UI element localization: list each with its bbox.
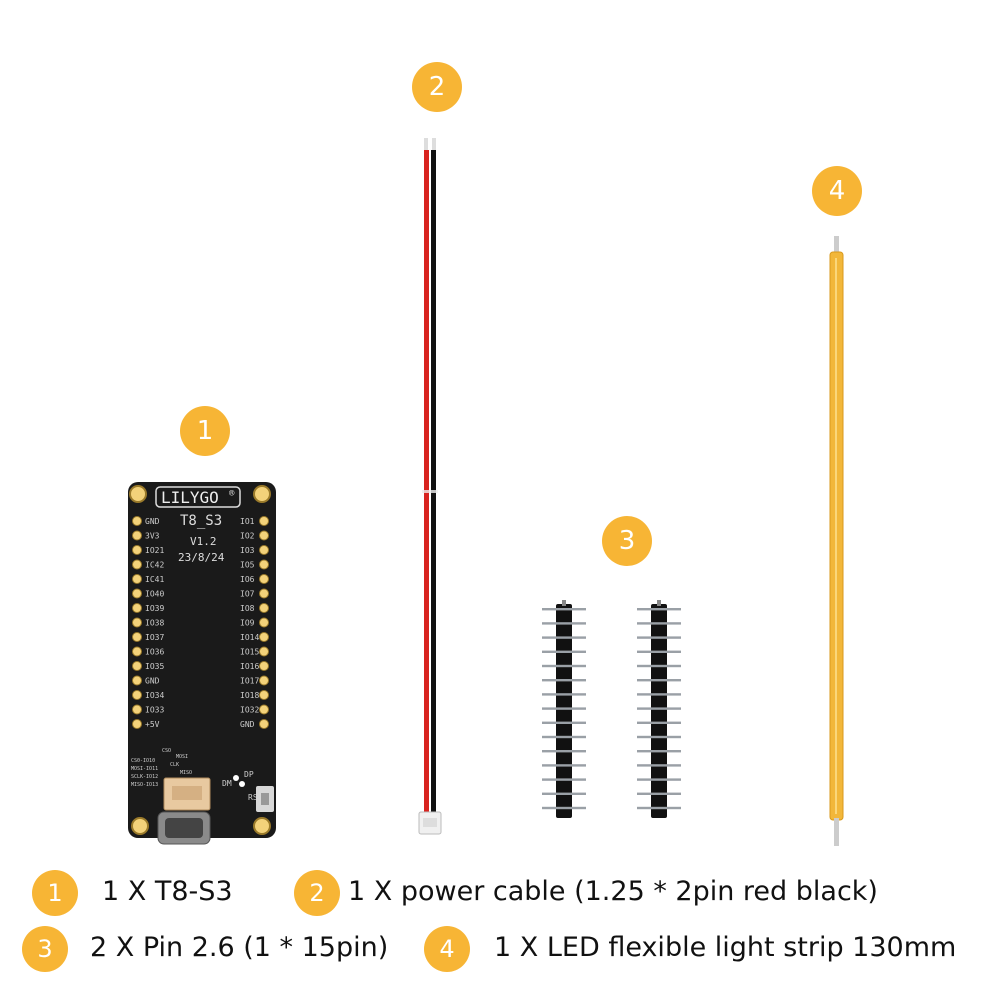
pin-label-right: IO7 <box>240 590 255 599</box>
pad-left <box>132 530 142 541</box>
caption-1: 1 X T8-S3 <box>102 876 233 907</box>
pin-label-right: IO8 <box>240 604 255 613</box>
pin-label-left: IO34 <box>145 691 164 700</box>
pin-label-right: IO9 <box>240 619 255 628</box>
pad-left <box>132 559 142 570</box>
pad-right <box>259 588 269 599</box>
pin-label-left: IO37 <box>145 633 164 642</box>
pin-label-right: IO3 <box>240 546 255 555</box>
label-rst: RST <box>248 793 263 802</box>
pin-label-left: GND <box>145 517 160 526</box>
caption-2: 1 X power cable (1.25 * 2pin red black) <box>348 876 878 907</box>
t8-s3-board: LILYGO ® T8_S3 V1.2 23/8/24 GND 3V3IO21IC… <box>128 482 276 845</box>
item-badge-1: 1 <box>180 406 230 456</box>
sd-label: CS0-IO10 <box>131 758 155 764</box>
pin-label-right: IO15 <box>240 648 259 657</box>
pad-left <box>132 588 142 599</box>
pad-right <box>259 661 269 671</box>
pin-label-left: IC41 <box>145 575 164 584</box>
pin-label-right: IO18 <box>240 691 259 700</box>
pad-left <box>132 617 142 628</box>
pin-label-right: IO16 <box>240 662 259 671</box>
caption-4: 1 X LED flexible light strip 130mm <box>494 932 957 963</box>
pin-label-right: IO32 <box>240 706 259 715</box>
item-badge-3: 3 <box>602 516 652 566</box>
label-dp: DP <box>244 770 254 779</box>
pad-left <box>132 632 142 642</box>
caption-badge-1: 1 <box>32 870 78 916</box>
pin-label-left: GND <box>145 677 160 686</box>
pad-right <box>259 646 269 657</box>
pad-right <box>259 574 269 584</box>
pad-left <box>132 545 142 555</box>
pad-right <box>259 690 269 700</box>
pad-left <box>132 574 142 584</box>
caption-badge-2: 2 <box>294 870 340 916</box>
pin-label-left: IO39 <box>145 604 164 613</box>
pad-right <box>259 719 269 729</box>
pin-header-right <box>637 600 681 818</box>
board-date: 23/8/24 <box>178 551 225 564</box>
pin-label-right: IO14 <box>240 633 259 642</box>
board-reg-mark: ® <box>229 489 235 499</box>
caption-badge-4: 4 <box>424 926 470 972</box>
pad-right <box>259 632 269 642</box>
pad-right <box>259 559 269 570</box>
sd-label: SCLK-IO12 <box>131 774 158 780</box>
pin-label-left: IC42 <box>145 561 164 570</box>
item-badge-2: 2 <box>412 62 462 112</box>
pin-label-right: GND <box>240 720 255 729</box>
power-cable <box>418 138 442 835</box>
pin-label-right: IO17 <box>240 677 259 686</box>
pad-left <box>132 603 142 613</box>
pad-right <box>259 617 269 628</box>
sd-label: MOSI-IO11 <box>131 766 158 772</box>
label-mosi: MOSI <box>176 754 188 760</box>
pad-left <box>132 704 142 715</box>
pin-label-left: IO21 <box>145 546 164 555</box>
label-miso: MISO <box>180 770 192 776</box>
pad-right <box>259 675 269 686</box>
pin-header-left <box>542 600 586 818</box>
pin-label-left: IO35 <box>145 662 164 671</box>
pad-left <box>132 646 142 657</box>
pin-label-right: IO6 <box>240 575 255 584</box>
pad-right <box>259 530 269 541</box>
label-cso: CSO <box>162 748 171 754</box>
pad-right <box>259 704 269 715</box>
pin-label-right: IO1 <box>240 517 255 526</box>
caption-3: 2 X Pin 2.6 (1 * 15pin) <box>90 932 389 963</box>
item-badge-4: 4 <box>812 166 862 216</box>
pad-right <box>259 545 269 555</box>
pad-left <box>132 719 142 729</box>
pad-left <box>132 690 142 700</box>
pin-label-left: IO36 <box>145 648 164 657</box>
pin-label-left: +5V <box>145 720 160 729</box>
pin-label-right: IO5 <box>240 561 255 570</box>
pad-left <box>132 661 142 671</box>
label-dm: DM <box>222 779 232 788</box>
pin-label-left: IO40 <box>145 590 164 599</box>
led-light-strip <box>829 236 844 846</box>
board-model: T8_S3 <box>180 513 222 529</box>
pin-label-right: IO2 <box>240 532 255 541</box>
pad-right <box>259 516 269 526</box>
pad-right <box>259 603 269 613</box>
sd-label: MISO-IO13 <box>131 782 158 788</box>
pin-label-left: IO38 <box>145 619 164 628</box>
caption-badge-3: 3 <box>22 926 68 972</box>
board-version: V1.2 <box>190 535 217 548</box>
label-clk: CLK <box>170 762 179 768</box>
product-illustration: LILYGO ® T8_S3 V1.2 23/8/24 GND3V3IO21IC… <box>128 138 844 846</box>
board-brand: LILYGO <box>161 488 219 507</box>
pad-left <box>132 675 142 686</box>
pin-label-left: IO33 <box>145 706 164 715</box>
pad-left <box>132 516 142 526</box>
pin-label-left: 3V3 <box>145 532 160 541</box>
